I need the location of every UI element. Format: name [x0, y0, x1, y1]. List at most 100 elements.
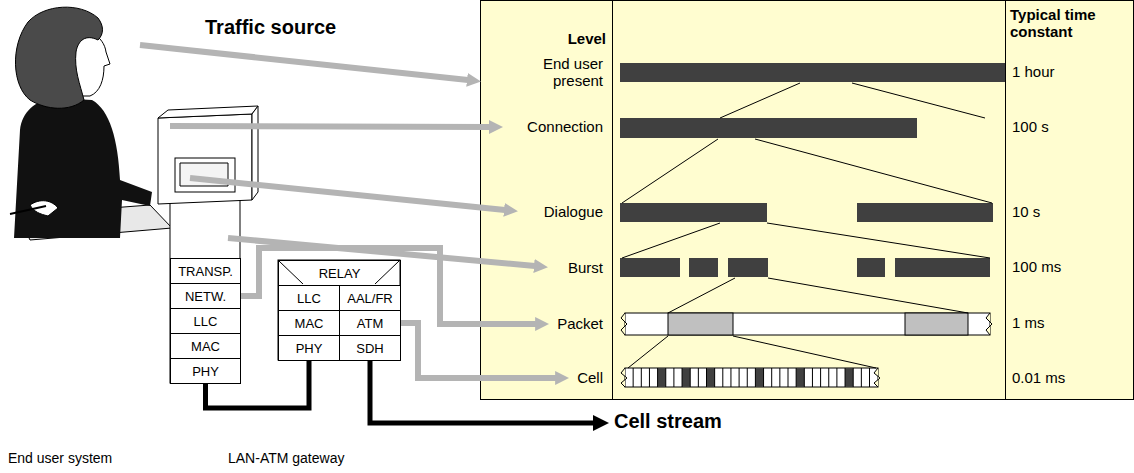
level-name: Packet	[553, 313, 607, 334]
cell-divider	[820, 368, 821, 387]
packet-strip	[625, 313, 990, 335]
cell-mark	[755, 368, 763, 387]
node-text: ATM	[357, 316, 383, 331]
cell-divider	[633, 368, 634, 387]
zoom-line	[628, 336, 668, 368]
cell-divider	[812, 368, 813, 387]
node-text: Burst	[568, 259, 603, 276]
activity-bar	[620, 118, 917, 138]
table-panel	[612, 0, 613, 400]
activity-bar	[857, 203, 993, 222]
level-pointer	[140, 45, 535, 266]
time-constant: 100 s	[1012, 118, 1049, 135]
packet-strip	[905, 313, 968, 335]
level-name: Cell	[573, 367, 607, 388]
node-text: MAC	[191, 339, 220, 354]
system-caption: End user system	[8, 450, 112, 466]
computer	[158, 106, 258, 383]
packet-strip	[621, 313, 627, 335]
gateway-housing	[278, 260, 400, 360]
cell-stream-wire	[370, 360, 594, 423]
time-constant: 100 ms	[1012, 258, 1061, 275]
cell-mark	[682, 368, 690, 387]
zoom-line	[852, 83, 985, 118]
protocol-layer: NETW.	[170, 283, 241, 309]
computer	[175, 158, 235, 192]
table-panel	[481, 1, 1134, 400]
zoom-line	[622, 83, 992, 368]
gateway-housing	[278, 260, 400, 360]
cell-divider	[763, 368, 764, 387]
cell-divider	[755, 368, 756, 387]
level-pointer	[228, 238, 535, 266]
gateway-housing	[279, 261, 303, 284]
cell-divider	[739, 368, 740, 387]
cell-strip	[621, 368, 880, 387]
zoom-line	[755, 139, 992, 203]
cell-divider	[771, 368, 772, 387]
cell-divider	[673, 368, 674, 387]
table-panel	[1005, 0, 1006, 400]
cell-divider	[706, 368, 707, 387]
output-label: Cell stream	[614, 410, 722, 433]
zoom-line	[668, 278, 735, 313]
level-name: Dialogue	[540, 201, 607, 222]
node-text: RELAY	[319, 266, 361, 281]
column-header: Typical time constant	[1010, 6, 1130, 41]
cell-strip	[621, 368, 627, 387]
packet-strip	[986, 313, 992, 335]
cell-divider	[698, 368, 699, 387]
user-figure	[10, 7, 172, 240]
zoom-line	[622, 139, 718, 203]
node-text: PHY	[296, 341, 323, 356]
cell-strip	[625, 368, 878, 387]
activity-bar	[620, 203, 767, 222]
protocol-layer: AAL/FR	[339, 285, 401, 311]
node-text: TRANSP.	[178, 264, 233, 279]
column-header: Level	[568, 30, 606, 47]
level-pointer	[140, 45, 468, 80]
protocol-layer: MAC	[170, 333, 241, 359]
zoom-line	[768, 278, 968, 313]
system-caption: LAN-ATM gateway	[228, 450, 344, 466]
packet-strip	[621, 313, 992, 335]
gateway-housing	[375, 261, 399, 284]
cell-divider	[682, 368, 683, 387]
node-text: Cell	[577, 369, 603, 386]
cell-divider	[796, 368, 797, 387]
time-constant: 0.01 ms	[1012, 369, 1065, 386]
cell-divider	[861, 368, 862, 387]
cell-divider	[690, 368, 691, 387]
level-pointer	[190, 178, 505, 210]
cell-divider	[747, 368, 748, 387]
table-panel	[481, 0, 1134, 400]
cell-divider	[845, 368, 846, 387]
cell-divider	[649, 368, 650, 387]
zoom-line	[767, 223, 990, 258]
connector	[401, 323, 556, 378]
level-name: Burst	[564, 257, 607, 278]
protocol-layer: TRANSP.	[170, 258, 241, 284]
computer	[170, 190, 240, 383]
cell-divider	[641, 368, 642, 387]
level-pointer	[170, 126, 490, 127]
zoom-line	[733, 336, 876, 368]
activity-bar	[620, 258, 680, 277]
activity-bar	[620, 63, 1005, 82]
node-text: PHY	[192, 364, 219, 379]
activity-bar	[620, 63, 1005, 277]
cell-mark	[658, 368, 666, 387]
activity-bar	[895, 258, 990, 277]
packet-strip	[668, 313, 733, 335]
node-text: MAC	[295, 316, 324, 331]
cell-divider	[779, 368, 780, 387]
cell-divider	[714, 368, 715, 387]
cell-divider	[804, 368, 805, 387]
protocol-layer: SDH	[339, 335, 401, 361]
time-constant: 1 hour	[1012, 63, 1055, 80]
level-name: End user present	[515, 53, 607, 92]
time-constant: 1 ms	[1012, 314, 1045, 331]
